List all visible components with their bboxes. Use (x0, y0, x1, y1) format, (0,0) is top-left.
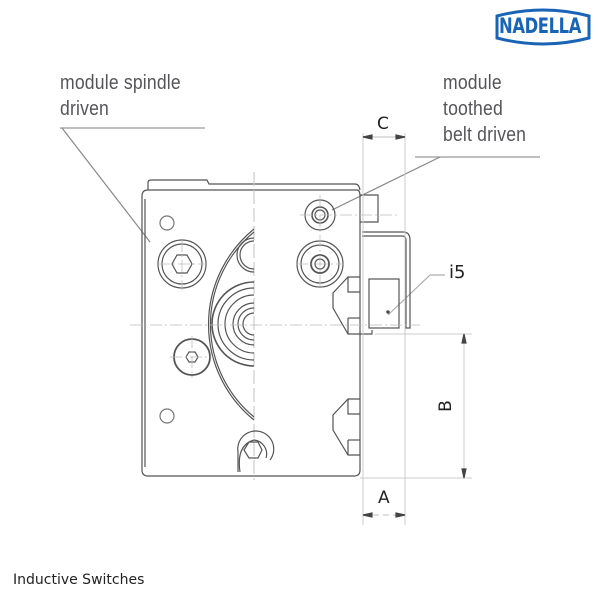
callout-i5: i5 (449, 262, 466, 283)
dimension-c-label: C (377, 114, 389, 134)
logo-text: NADELLA (499, 14, 581, 38)
nadella-logo: NADELLA (493, 6, 593, 48)
logo-badge-icon (495, 8, 591, 46)
caption-inductive-switches: Inductive Switches (13, 572, 145, 588)
dimension-a-label: A (378, 488, 390, 508)
callout-spindle-driven: module spindle driven (60, 72, 181, 120)
callout-toothed-belt-driven: module toothed belt driven (443, 72, 527, 146)
